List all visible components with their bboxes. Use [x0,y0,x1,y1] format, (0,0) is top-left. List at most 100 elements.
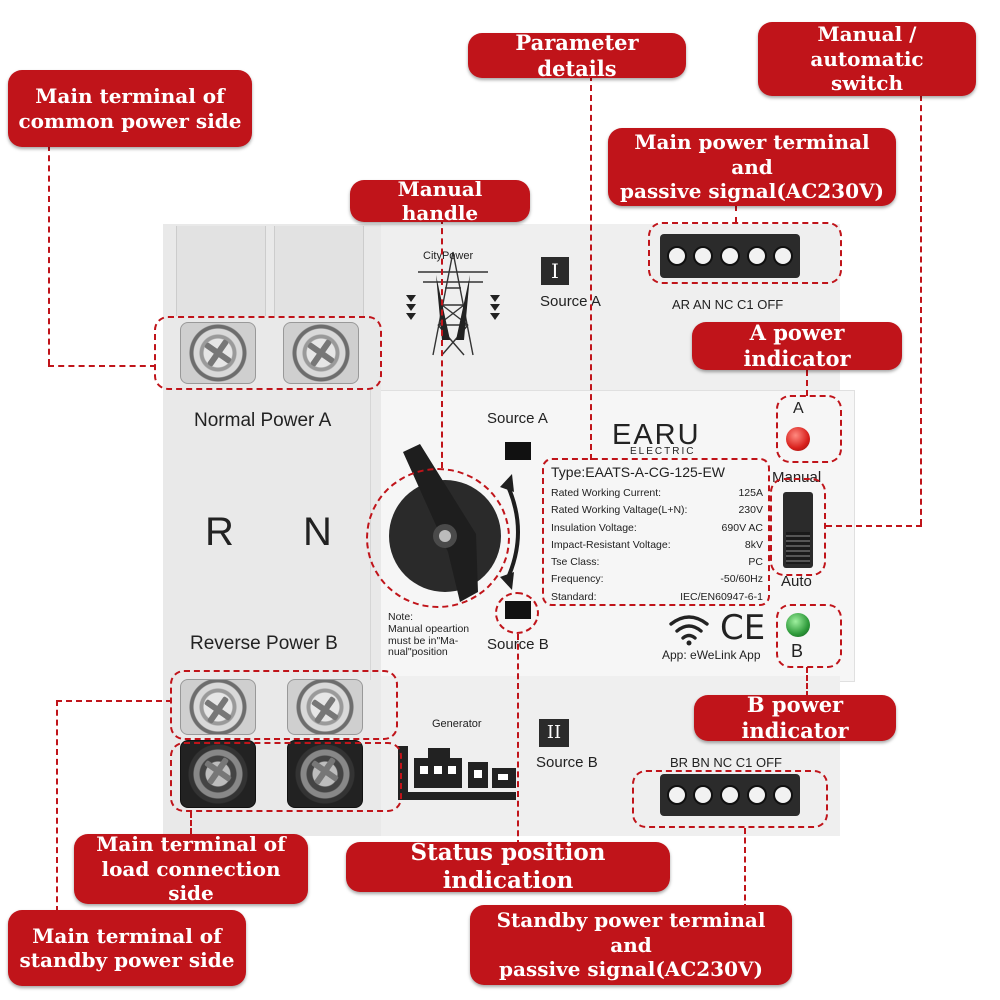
power-tower-icon [406,251,500,356]
bottom-terminal-labels: BR BN NC C1 OFF [670,755,782,770]
indicator-a-label: A [793,400,804,417]
terminal-pin [719,246,740,266]
highlight-switch [770,478,826,576]
highlight-common-terminals [154,316,382,390]
connector-line [56,700,58,912]
terminal-pin [693,246,714,266]
spec-key: Insulation Voltage: [551,521,637,534]
bottom-terminal-block[interactable] [660,774,800,816]
terminal-pin [719,785,740,805]
callout-standby-power-side: Main terminal of standby power side [8,910,246,986]
callout-load-connection-side: Main terminal of load connection side [74,832,308,905]
callout-parameter-details: Parameter details [468,30,686,81]
spec-value: 125A [738,487,763,499]
spec-key: Impact-Resistant Voltage: [551,538,671,551]
letter-r: R [205,510,234,554]
terminal-pin [773,246,794,266]
source-a-label: Source A [540,293,601,310]
generator-label: Generator [432,718,482,730]
connector-line [806,370,808,396]
callout-manual-handle: Manual handle [350,177,530,225]
app-label: App: eWeLink App [662,648,761,662]
auto-label: Auto [781,573,812,590]
terminal-pin [693,785,714,805]
highlight-spec-table [542,458,770,606]
spec-key: Tse Class: [551,556,600,569]
spec-type: Type:EAATS-A-CG-125-EW [551,464,726,480]
roman-two-box: II [539,719,569,747]
brand-sub: ELECTRIC [630,446,696,457]
fin [274,226,364,316]
callout-standby-power-terminal: Standby power terminal and passive signa… [470,905,792,985]
terminal-screw-top-r[interactable] [180,322,256,384]
connector-line [48,145,50,365]
source-b-label: Source B [536,754,598,771]
source-a-window-label: Source A [487,410,548,427]
terminal-pin [773,785,794,805]
normal-power-label: Normal Power A [194,410,332,431]
connector-line [56,700,172,702]
manual-label: Manual [772,469,822,486]
connector-line [441,218,443,468]
roman-one-box: I [541,257,569,285]
city-power-label: CityPower [423,250,474,262]
highlight-handle [366,468,510,608]
connector-line [744,828,746,910]
spec-row: Insulation Voltage: 690V AC [551,520,763,537]
spec-row: Impact-Resistant Voltage: 8kV [551,537,763,554]
spec-value: PC [748,556,763,569]
spec-key: Frequency: [551,573,604,586]
wifi-icon [669,615,709,646]
connector-line [190,812,192,842]
ce-mark-icon: CE [720,608,766,648]
connector-line [735,205,737,223]
brand-logo: EARU [612,419,701,451]
highlight-led-b [776,604,842,668]
callout-common-power-side: Main terminal of common power side [8,70,252,147]
terminal-pin [666,246,687,266]
spec-key: Rated Working Current: [551,487,662,499]
connector-line [590,75,592,460]
fin [176,226,266,316]
top-terminal-labels: AR AN NC C1 OFF [672,297,784,312]
terminal-screw-b1[interactable] [180,679,256,735]
spec-value: 8kV [744,538,763,551]
letter-n: N [303,510,332,554]
terminal-screw-c1[interactable] [180,740,256,808]
terminal-screw-c2[interactable] [287,740,363,808]
callout-manual-auto-switch: Manual / automatic switch [758,22,976,96]
led-b [786,613,810,637]
led-a [786,427,810,451]
terminal-pin [746,246,767,266]
spec-value: 690V AC [721,521,763,534]
highlight-led-a [776,395,842,463]
highlight-status [495,592,539,634]
terminal-pin [746,785,767,805]
spec-value: -50/60Hz [720,573,763,586]
highlight-top-terminal [648,222,842,284]
spec-row: Rated Working Current: 125A [551,485,763,502]
note-text: Note: Manual opeartion must be in"Ma- nu… [388,611,470,659]
terminal-screw-top-n[interactable] [283,322,359,384]
highlight-standby-terminals [170,742,402,812]
spec-value: 230V [738,504,763,517]
connector-line [517,634,519,846]
spec-row: Tse Class: PC [551,554,763,571]
spec-key: Standard: [551,590,597,603]
connector-line [920,95,922,525]
terminal-screw-b2[interactable] [287,679,363,735]
highlight-load-terminals [170,670,398,740]
callout-a-power-indicator: A power indicator [692,320,902,371]
spec-key: Rated Working Valtage(L+N): [551,504,688,517]
generator-icon [398,746,516,800]
highlight-bottom-terminal [632,770,828,828]
spec-row: Frequency: -50/60Hz [551,571,763,588]
callout-status-position: Status position indication [346,839,670,894]
connector-line [48,365,156,367]
top-terminal-block[interactable] [660,234,800,278]
spec-value: IEC/EN60947-6-1 [680,590,763,603]
manual-auto-switch[interactable] [783,492,813,568]
connector-line [806,667,808,697]
spec-table: Type:EAATS-A-CG-125-EW Rated Working Cur… [551,464,763,606]
